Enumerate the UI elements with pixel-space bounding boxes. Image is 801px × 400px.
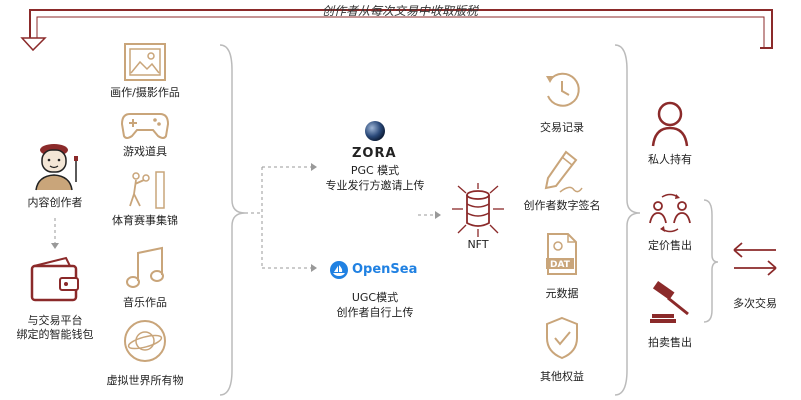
work-label-painting: 画作/摄影作品 <box>110 86 180 99</box>
royalty-return-arrow-inner <box>36 16 765 48</box>
attribute-label-history: 交易记录 <box>540 121 584 134</box>
pen-signature-icon <box>544 150 583 193</box>
works-brace <box>219 44 246 396</box>
wallet-label-line2: 绑定的智能钱包 <box>16 328 94 341</box>
zora-logo-icon <box>365 121 385 141</box>
wallet-label-line1: 与交易平台 <box>27 314 83 327</box>
planet-icon <box>124 320 166 362</box>
royalty-return-arrow <box>29 9 773 49</box>
attribute-label-signature: 创作者数字签名 <box>523 199 601 212</box>
opensea-desc: 创作者自行上传 <box>336 306 414 319</box>
creator-label: 内容创作者 <box>27 196 83 209</box>
royalty-arrowhead <box>20 37 47 52</box>
shield-check-icon <box>546 316 578 360</box>
work-label-sports: 体育赛事集锦 <box>112 214 178 227</box>
creator-icon <box>35 144 78 191</box>
zora-mode: PGC 模式 <box>350 164 400 177</box>
nft-label: NFT <box>467 238 489 251</box>
attribute-label-metadata: 元数据 <box>545 287 579 300</box>
trades-label: 多次交易 <box>733 297 777 310</box>
zora-brand: ZORA <box>352 146 397 161</box>
history-clock-icon <box>546 72 580 107</box>
opensea-logo-icon <box>330 261 348 279</box>
royalty-banner: 创作者从每次交易中收取版税 <box>321 4 478 18</box>
work-label-game: 游戏道具 <box>123 145 167 158</box>
dat-file-icon: DAT <box>546 233 577 275</box>
trade-brace <box>703 199 719 323</box>
svg-text:DAT: DAT <box>550 260 571 270</box>
wallet-icon <box>30 256 79 302</box>
basketball-player-icon <box>129 171 165 209</box>
gamepad-icon <box>120 113 170 139</box>
exchange-people-icon <box>649 193 691 233</box>
attribute-label-rights: 其他权益 <box>540 370 584 383</box>
person-icon <box>651 101 689 147</box>
ownership-label-fixed: 定价售出 <box>648 239 692 252</box>
opensea-brand: OpenSea <box>352 262 418 277</box>
attributes-brace <box>614 44 641 396</box>
work-label-music: 音乐作品 <box>123 296 167 309</box>
double-arrow-icon <box>733 242 777 276</box>
ownership-label-private: 私人持有 <box>648 153 692 166</box>
picture-frame-icon <box>124 43 166 81</box>
zora-desc: 专业发行方邀请上传 <box>325 179 425 192</box>
opensea-mode: UGC模式 <box>351 291 399 304</box>
music-note-icon <box>126 246 164 288</box>
nft-database-icon <box>452 183 504 237</box>
ownership-label-auction: 拍卖售出 <box>648 336 692 349</box>
gavel-icon <box>650 280 689 323</box>
work-label-virtual: 虚拟世界所有物 <box>106 374 184 387</box>
